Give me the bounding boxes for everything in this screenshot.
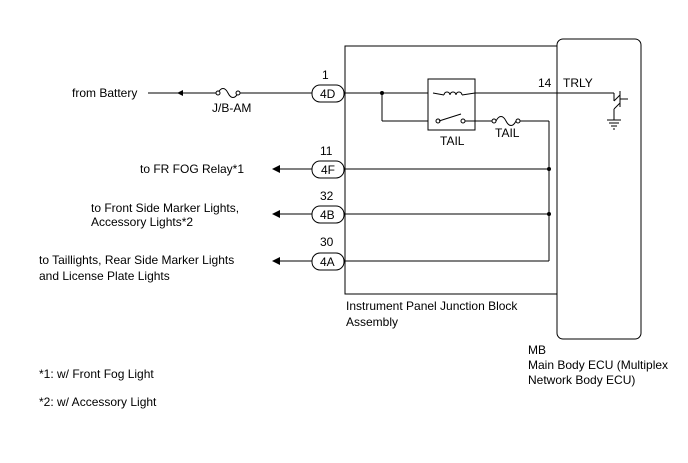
pin-11-label: 11 — [320, 144, 333, 158]
tail-fuse-symbol — [495, 116, 517, 126]
tail-relay-box — [427, 78, 476, 131]
pin-30-label: 30 — [320, 235, 334, 249]
junction-block-label-2: Assembly — [346, 315, 398, 329]
front-side-output-label-1: to Front Side Marker Lights, — [91, 201, 239, 215]
tail-fuse-label: TAIL — [495, 126, 520, 140]
ecu-transistor-symbol — [557, 91, 628, 130]
ecu-terminal-name: TRLY — [563, 76, 593, 90]
output-tail-line — [272, 257, 312, 265]
footnote-2: *2: w/ Accessory Light — [39, 395, 157, 409]
front-side-output-label-2: Accessory Lights*2 — [91, 215, 193, 229]
tail-output-label-1: to Taillights, Rear Side Marker Lights — [39, 253, 234, 267]
output-front-side-line — [272, 210, 312, 218]
footnote-1: *1: w/ Front Fog Light — [39, 367, 154, 381]
battery-input-line — [148, 88, 312, 98]
connector-4B — [311, 205, 345, 224]
jb-am-fuse-symbol — [217, 88, 239, 98]
relay-label: TAIL — [440, 134, 465, 148]
junction-internal-wiring — [344, 78, 557, 262]
connector-4F-label: 4F — [321, 163, 335, 177]
pin-32-label: 32 — [320, 189, 334, 203]
jb-am-fuse-label: J/B-AM — [212, 101, 251, 115]
ecu-pin-label: 14 — [538, 76, 552, 90]
connector-4B-label: 4B — [320, 208, 335, 222]
ecu-box — [556, 38, 642, 340]
fog-output-label: to FR FOG Relay*1 — [140, 162, 244, 176]
ecu-label-1: MB — [528, 343, 546, 357]
connector-4F — [311, 160, 345, 179]
pin-1-label: 1 — [322, 68, 329, 82]
connector-4A-label: 4A — [320, 255, 335, 269]
tail-output-label-2: and License Plate Lights — [39, 269, 170, 283]
connector-4D-label: 4D — [320, 87, 336, 101]
ecu-label-2: Main Body ECU (Multiplex — [528, 358, 668, 372]
relay-coil-symbol — [443, 91, 463, 96]
battery-label: from Battery — [72, 86, 137, 100]
connector-4A — [311, 252, 345, 271]
ecu-label-3: Network Body ECU) — [528, 373, 635, 387]
junction-block-label-1: Instrument Panel Junction Block — [346, 299, 518, 313]
output-fog-line — [272, 165, 312, 173]
